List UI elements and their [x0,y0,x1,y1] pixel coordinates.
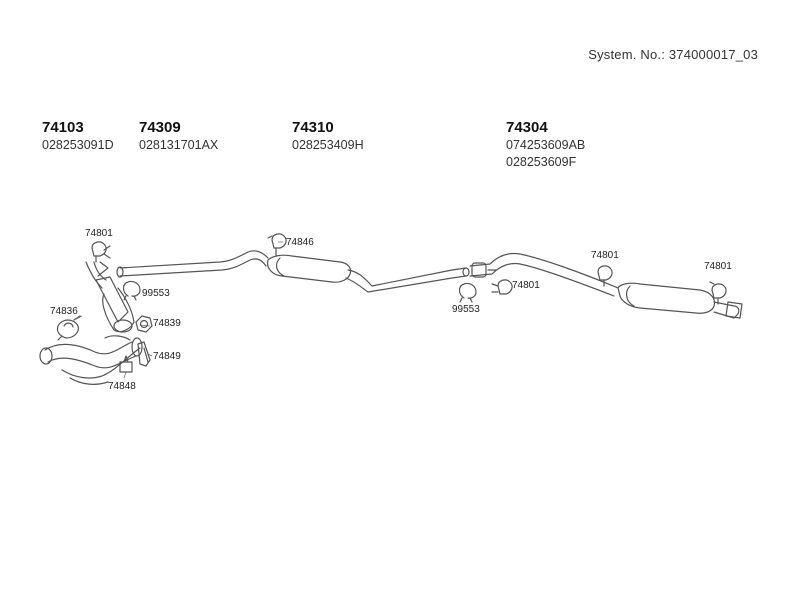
catalytic-converter-74309 [85,261,135,333]
label-74801-middle: 74801 [512,280,540,291]
rear-silencer-74304 [617,282,743,319]
mount-74848 [119,355,133,373]
clamp-99553-right [458,282,477,303]
part-number: 74304 [506,119,548,136]
oe-number: 028253609F [506,155,577,169]
clip-74849 [137,341,151,367]
label-99553-left: 99553 [142,288,170,299]
part-74309: 74309 028131701AX [139,119,218,154]
label-99553-right: 99553 [452,304,480,315]
hanger-74801-rear-a [597,265,613,287]
label-74836: 74836 [50,306,78,317]
part-74310: 74310 028253409H [292,119,364,154]
part-number: 74309 [139,119,181,136]
oe-number: 074253609AB [506,138,586,152]
label-74848: 74848 [108,381,136,392]
leader-lines [73,241,283,379]
clamp-99553-left [122,280,141,301]
gasket-74839 [135,315,153,333]
part-74103: 74103 028253091D [42,119,114,154]
part-74304: 74304 074253609AB 028253609F [506,119,585,171]
label-74839: 74839 [153,318,181,329]
oe-number: 028253091D [42,138,114,152]
oe-number: 028131701AX [139,138,219,152]
label-74801-rear-b: 74801 [704,261,732,272]
label-74801-rear-a: 74801 [591,250,619,261]
oe-number: 028253409H [292,138,364,152]
front-pipe-74103 [39,335,143,385]
gasket-74836 [56,315,81,341]
hanger-74801-rear-b [709,281,727,305]
intermediate-pipe [116,250,269,278]
part-number: 74310 [292,119,334,136]
hanger-74801-middle [491,279,513,295]
hanger-74801-left [91,241,111,263]
label-74846: 74846 [286,237,314,248]
label-74849: 74849 [153,351,181,362]
part-number: 74103 [42,119,84,136]
label-74801-left: 74801 [85,228,113,239]
centre-silencer-74310 [267,254,470,293]
hanger-74846 [267,233,287,257]
system-number: System. No.: 374000017_03 [588,47,758,62]
rear-pipe [469,252,619,297]
